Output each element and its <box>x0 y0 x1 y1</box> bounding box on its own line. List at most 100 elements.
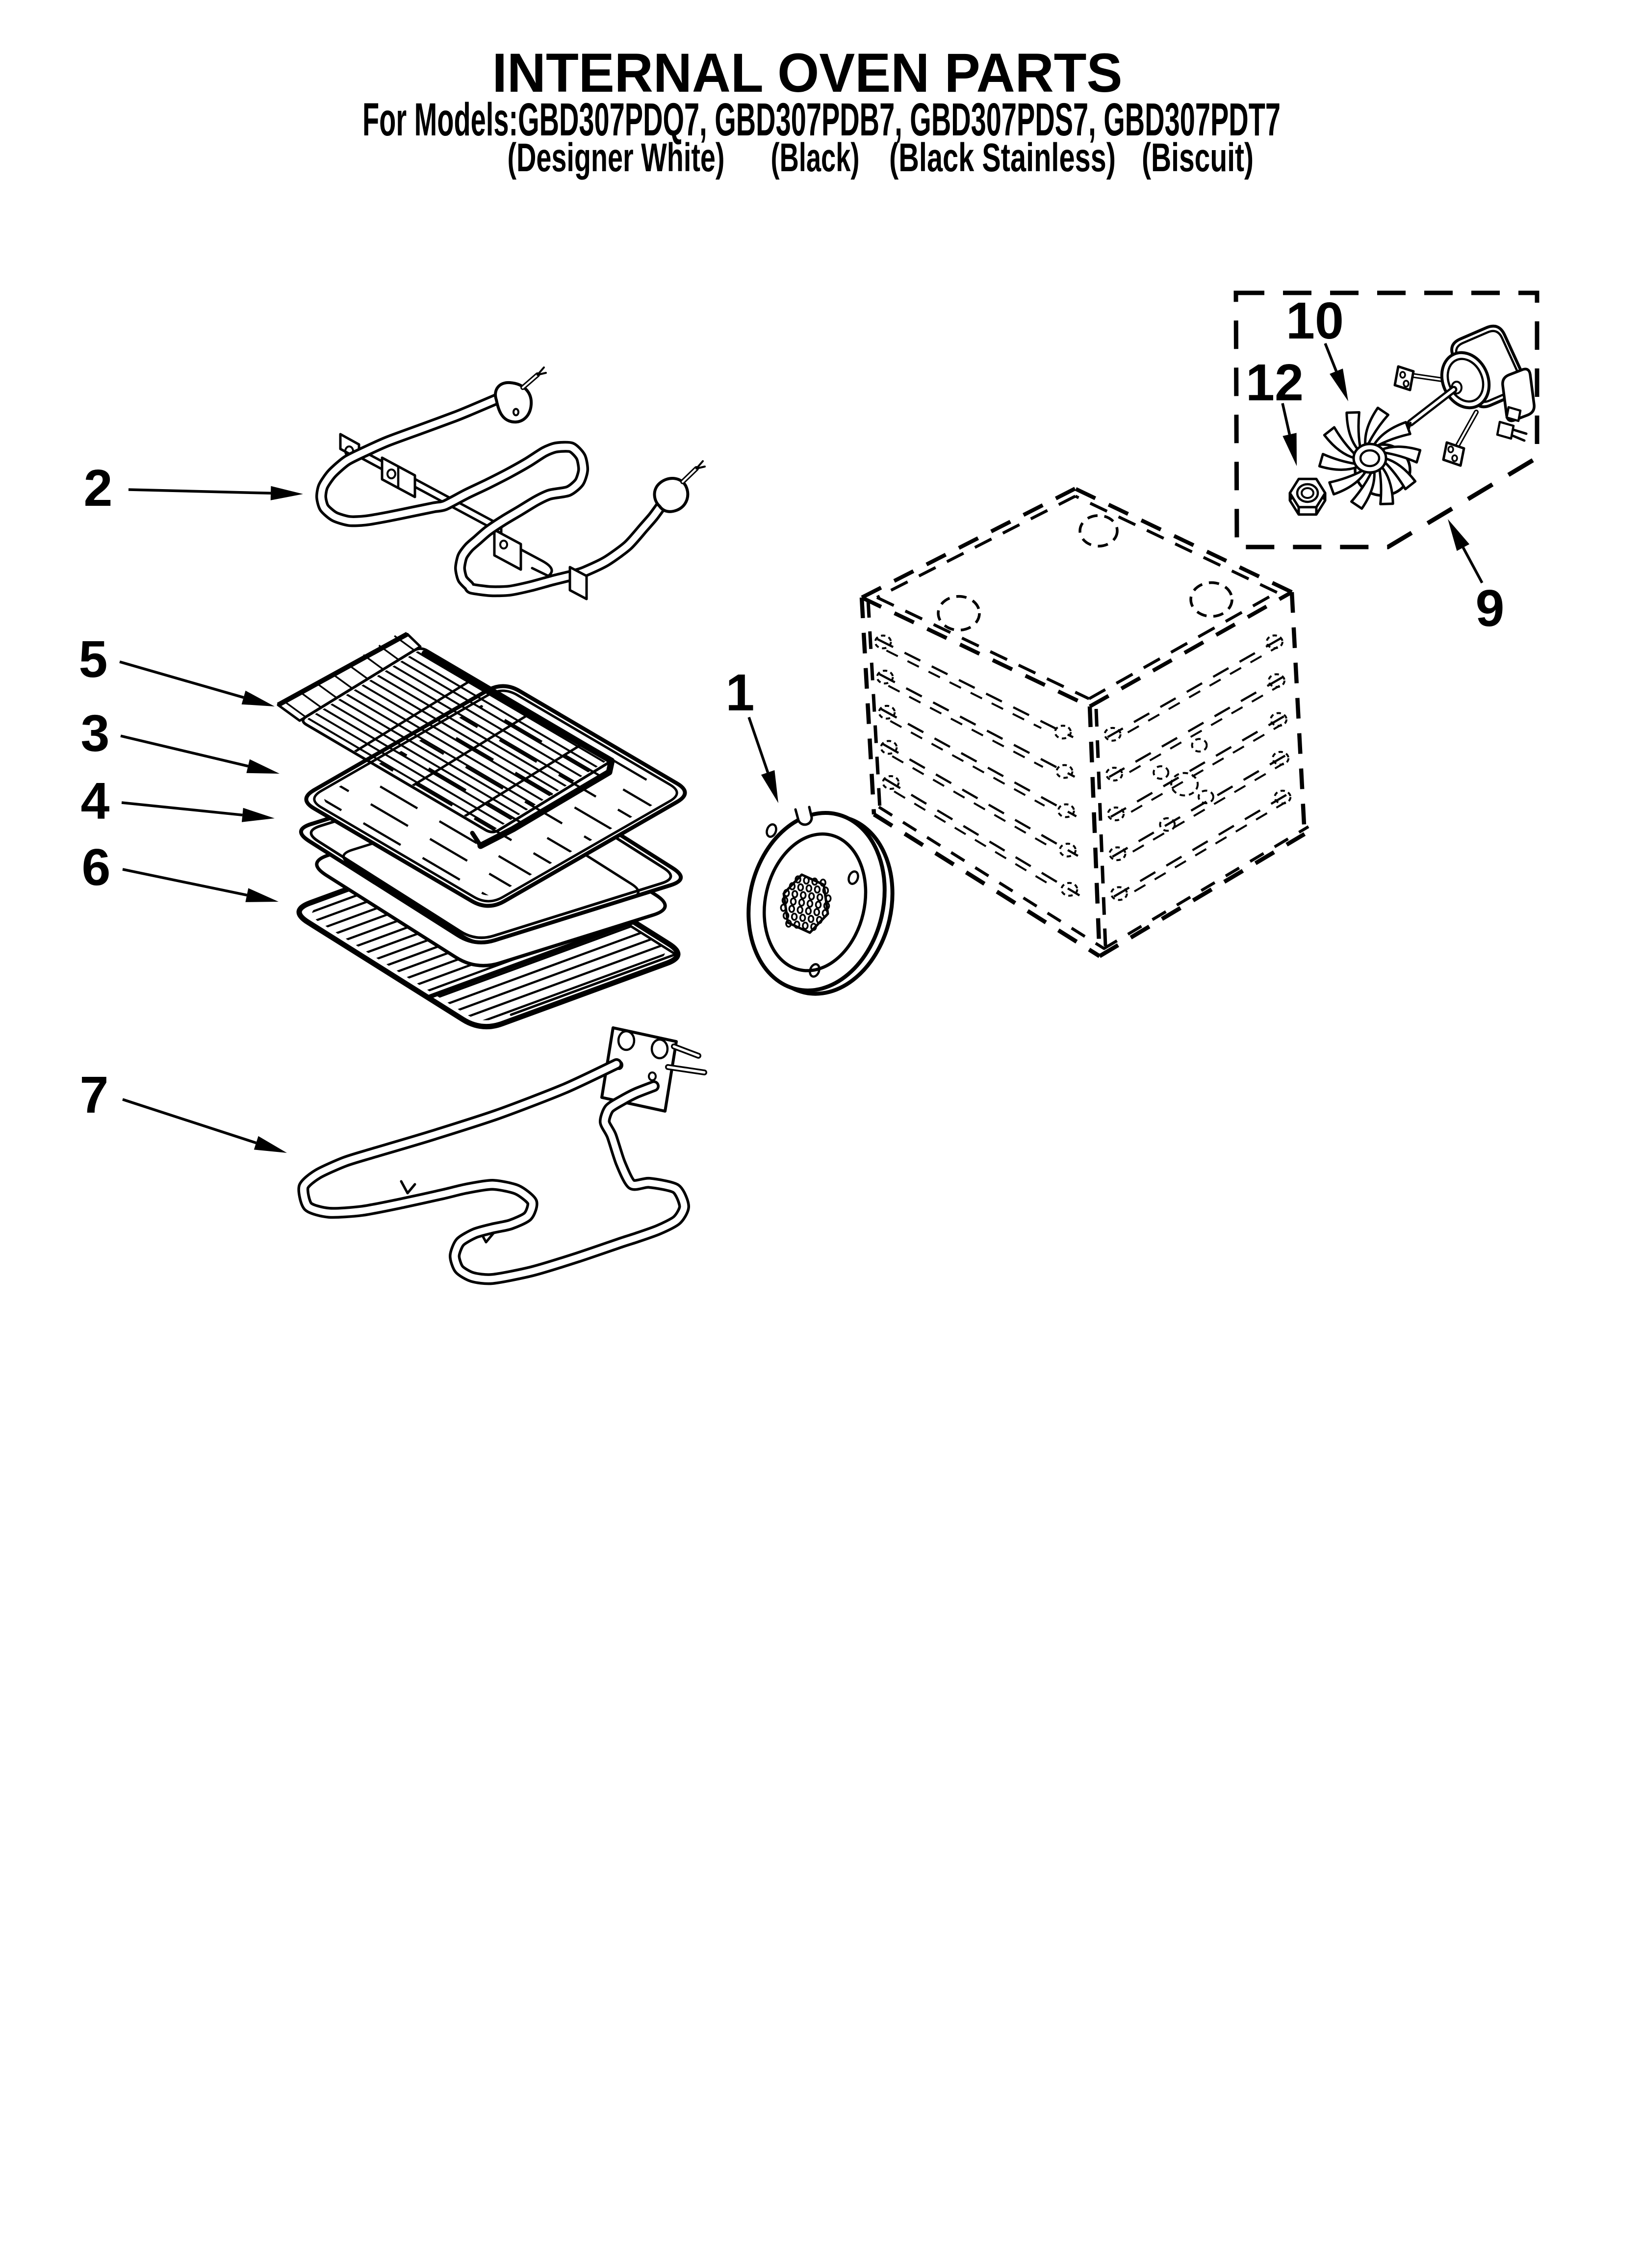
broil-element-line <box>513 408 519 417</box>
fan-motor-line <box>1447 445 1454 453</box>
fan-cover-line <box>823 902 830 910</box>
rack-stack-line <box>427 919 635 1000</box>
oven-cavity-line <box>1191 738 1208 753</box>
callout-arrow-line <box>121 801 243 817</box>
callout-arrow-10 <box>1324 342 1348 401</box>
fan-cover-line <box>814 885 821 894</box>
oven-cavity-line <box>937 595 981 632</box>
fan-motor-line <box>1328 469 1367 495</box>
fan-motor-line <box>1288 477 1327 509</box>
oven-cavity-line <box>1289 592 1307 834</box>
fan-cover-line <box>805 907 812 915</box>
fan-motor-line <box>1364 406 1389 445</box>
fan-motor-line <box>1301 487 1314 499</box>
fan-cover-line <box>808 892 815 901</box>
fan-cover-line <box>802 921 809 930</box>
fan-cover-line <box>794 920 800 929</box>
fan-cover-line <box>809 963 821 978</box>
finish-labels: (Designer White) (Black) (Black Stainles… <box>508 135 1254 180</box>
fan-cover-line <box>788 905 795 913</box>
oven-cavity-line <box>1108 676 1284 778</box>
finish-label-0: (Designer White) <box>508 135 725 180</box>
callout-label-7: 7 <box>80 1066 109 1124</box>
callout-label-4: 4 <box>81 772 110 830</box>
callout-arrow-line <box>1462 547 1484 584</box>
rack-stack-line <box>328 702 522 817</box>
fan-cover-line <box>797 883 804 891</box>
fan-motor-line <box>1352 443 1387 474</box>
fan-cover-line <box>805 884 813 893</box>
callout-arrow-line <box>254 1136 287 1153</box>
rack-stack-line <box>306 716 499 830</box>
rack-stack-line <box>390 745 581 859</box>
fan-motor-line <box>1233 290 1539 549</box>
rack-stack-line <box>421 650 615 849</box>
rack-stack-drawing <box>277 632 687 1030</box>
rack-stack-line <box>332 673 353 689</box>
fan-motor-line <box>1403 380 1410 388</box>
oven-cavity-line <box>1107 807 1125 821</box>
callout-arrow-line <box>1448 519 1470 551</box>
callout-3: 3 <box>81 704 280 774</box>
oven-cavity-line <box>1059 842 1077 858</box>
rack-stack-line <box>367 678 561 793</box>
fan-motor-line <box>1399 371 1406 379</box>
fan-cover-line <box>798 898 805 907</box>
rack-stack-line <box>302 647 611 834</box>
callout-arrow-line <box>747 717 770 773</box>
fan-cover-line <box>820 878 826 887</box>
fan-cover-line <box>816 893 823 902</box>
callout-5: 5 <box>79 630 275 706</box>
fan-cover-line <box>824 894 832 903</box>
oven-cavity-line <box>1132 762 1284 853</box>
callout-arrow-3 <box>120 734 280 774</box>
oven-cavity-line <box>1268 673 1285 688</box>
fan-cover-line <box>815 900 822 909</box>
oven-cavity-line <box>1103 727 1122 742</box>
broil-element-drawing <box>315 366 706 600</box>
bake-element-line <box>400 1180 416 1195</box>
oven-cavity-line <box>1189 581 1233 618</box>
rack-stack-line <box>470 699 662 812</box>
oven-cavity-line <box>872 812 1101 958</box>
callout-arrow-line <box>761 770 778 803</box>
fan-motor-line <box>1345 411 1361 451</box>
oven-cavity-line <box>1110 714 1286 818</box>
fan-motor-line <box>1378 466 1394 505</box>
callout-label-9: 9 <box>1476 579 1505 637</box>
oven-cavity-line <box>878 806 1105 950</box>
rack-stack-line <box>441 929 648 1007</box>
oven-cavity-line <box>894 790 1049 885</box>
callout-arrow-9 <box>1448 519 1484 584</box>
fan-motor-line <box>1442 441 1465 467</box>
oven-cavity-drawing <box>859 487 1309 959</box>
callout-arrow-4 <box>121 801 275 822</box>
rack-stack-line <box>350 768 541 882</box>
rack-stack-line <box>285 702 307 718</box>
oven-cavity-line <box>1108 846 1127 861</box>
oven-cavity-line <box>880 740 898 755</box>
oven-cavity-line <box>1055 764 1074 779</box>
callout-label-5: 5 <box>79 630 108 688</box>
broil-element-line <box>499 540 508 549</box>
fan-cover-line <box>810 922 817 931</box>
oven-cavity-line <box>1129 685 1281 773</box>
fan-cover-drawing <box>746 806 895 996</box>
broil-element-line <box>537 366 547 376</box>
fan-motor-line <box>1383 457 1417 491</box>
fan-motor-line <box>1350 471 1376 510</box>
fan-cover-line <box>811 877 818 886</box>
bake-element-line <box>667 1066 706 1074</box>
oven-cavity-line <box>866 600 882 817</box>
rack-stack-line <box>336 697 530 812</box>
fan-cover-line <box>813 908 821 916</box>
fan-cover-line <box>781 896 789 905</box>
oven-cavity-line <box>1098 832 1306 958</box>
oven-cavity-line <box>1107 637 1283 738</box>
rack-stack-line <box>398 659 592 774</box>
fan-motor-line <box>1496 420 1515 440</box>
callout-arrow-line <box>241 808 275 822</box>
bake-element-line <box>672 1045 700 1057</box>
